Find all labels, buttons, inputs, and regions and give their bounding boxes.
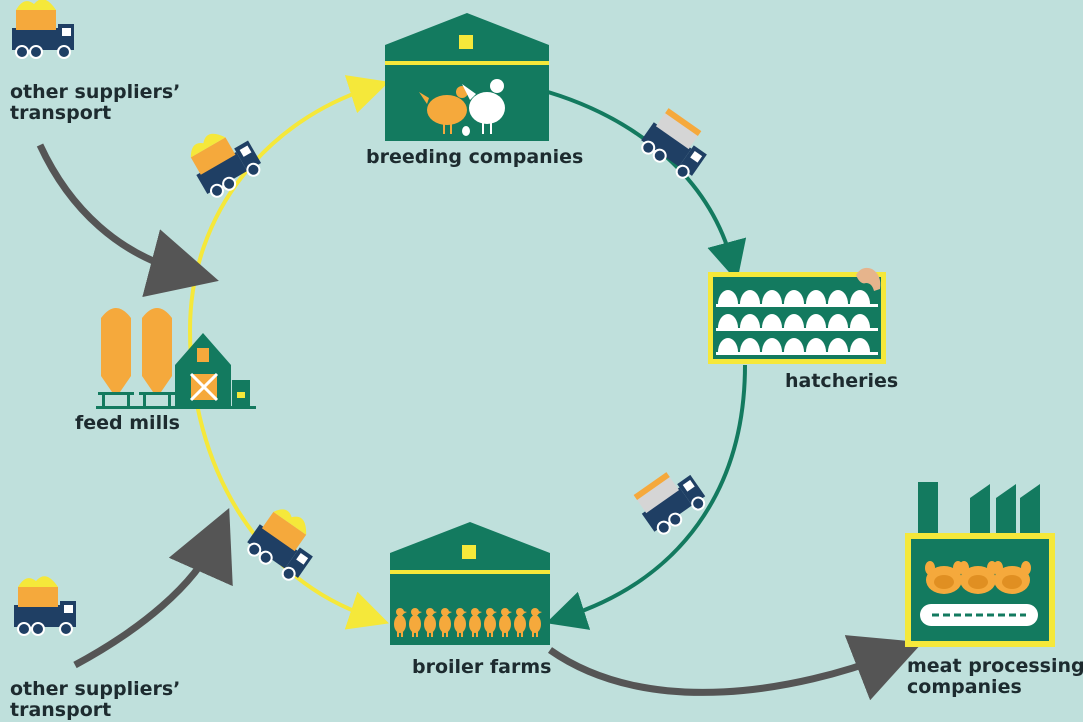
farm-barn-icon <box>96 333 256 409</box>
egg-icon <box>740 338 760 352</box>
feed-truck-upper-icon <box>180 118 267 202</box>
label-line: other suppliers’ <box>10 678 181 700</box>
label-line: other suppliers’ <box>10 81 181 103</box>
egg-icon <box>850 314 870 328</box>
supplier-bottom-arrow <box>73 508 233 669</box>
label-line: meat processing <box>907 655 1083 677</box>
egg-icon <box>740 290 760 304</box>
egg-truck-upper-icon <box>635 104 718 184</box>
breeding-barn-icon <box>385 13 549 141</box>
egg-rows <box>716 290 878 355</box>
hen-icon <box>419 86 468 134</box>
egg-icon <box>740 314 760 328</box>
egg-icon <box>850 338 870 352</box>
tray-shelf <box>716 304 878 307</box>
broiler-barn-icon <box>390 522 550 645</box>
silo-right-icon <box>139 308 175 408</box>
silo-left-icon <box>98 308 134 408</box>
egg-icon <box>828 290 848 304</box>
egg-icon <box>784 290 804 304</box>
label-feed-mills: feed mills <box>75 412 180 434</box>
supplier-truck-bottom-icon <box>13 575 77 636</box>
egg-icon <box>718 338 738 352</box>
egg-icon <box>784 314 804 328</box>
hand-icon <box>856 267 881 291</box>
label-other-suppliers-bottom: other suppliers’ transport <box>10 679 180 721</box>
label-meat-processing: meat processing companies <box>907 656 1083 698</box>
egg-icon <box>806 290 826 304</box>
hatchery-trays-icon <box>708 267 886 364</box>
meat-factory-icon <box>905 482 1055 647</box>
egg-icon <box>762 314 782 328</box>
label-hatcheries: hatcheries <box>785 370 899 392</box>
egg-icon <box>828 338 848 352</box>
feed-mill-icon <box>96 308 256 409</box>
broiler-to-processing-arrow <box>547 635 923 701</box>
egg-icon <box>762 290 782 304</box>
tray-shelf <box>716 352 878 355</box>
label-line: companies <box>907 676 1022 698</box>
egg-icon <box>718 314 738 328</box>
egg-icon <box>762 338 782 352</box>
egg-icon <box>828 314 848 328</box>
egg-icon <box>806 338 826 352</box>
feed-to-breeding-arrow <box>188 75 390 331</box>
rooster-icon <box>462 79 505 134</box>
supplier-truck-top-icon <box>11 0 75 59</box>
label-breeding-companies: breeding companies <box>366 146 584 168</box>
egg-icon <box>850 290 870 304</box>
label-line: transport <box>10 699 112 721</box>
egg-icon <box>784 338 804 352</box>
supplier-top-arrow <box>36 143 219 297</box>
label-broiler-farms: broiler farms <box>412 656 552 678</box>
egg-icon <box>718 290 738 304</box>
tray-shelf <box>716 328 878 331</box>
egg-icon <box>806 314 826 328</box>
hatcheries-to-broiler-arrow <box>545 364 747 630</box>
egg-icon <box>462 126 470 136</box>
label-line: transport <box>10 102 112 124</box>
feed-truck-lower-icon <box>241 499 329 586</box>
label-other-suppliers-top: other suppliers’ transport <box>10 82 180 124</box>
breeding-to-hatcheries-arrow <box>547 90 747 282</box>
